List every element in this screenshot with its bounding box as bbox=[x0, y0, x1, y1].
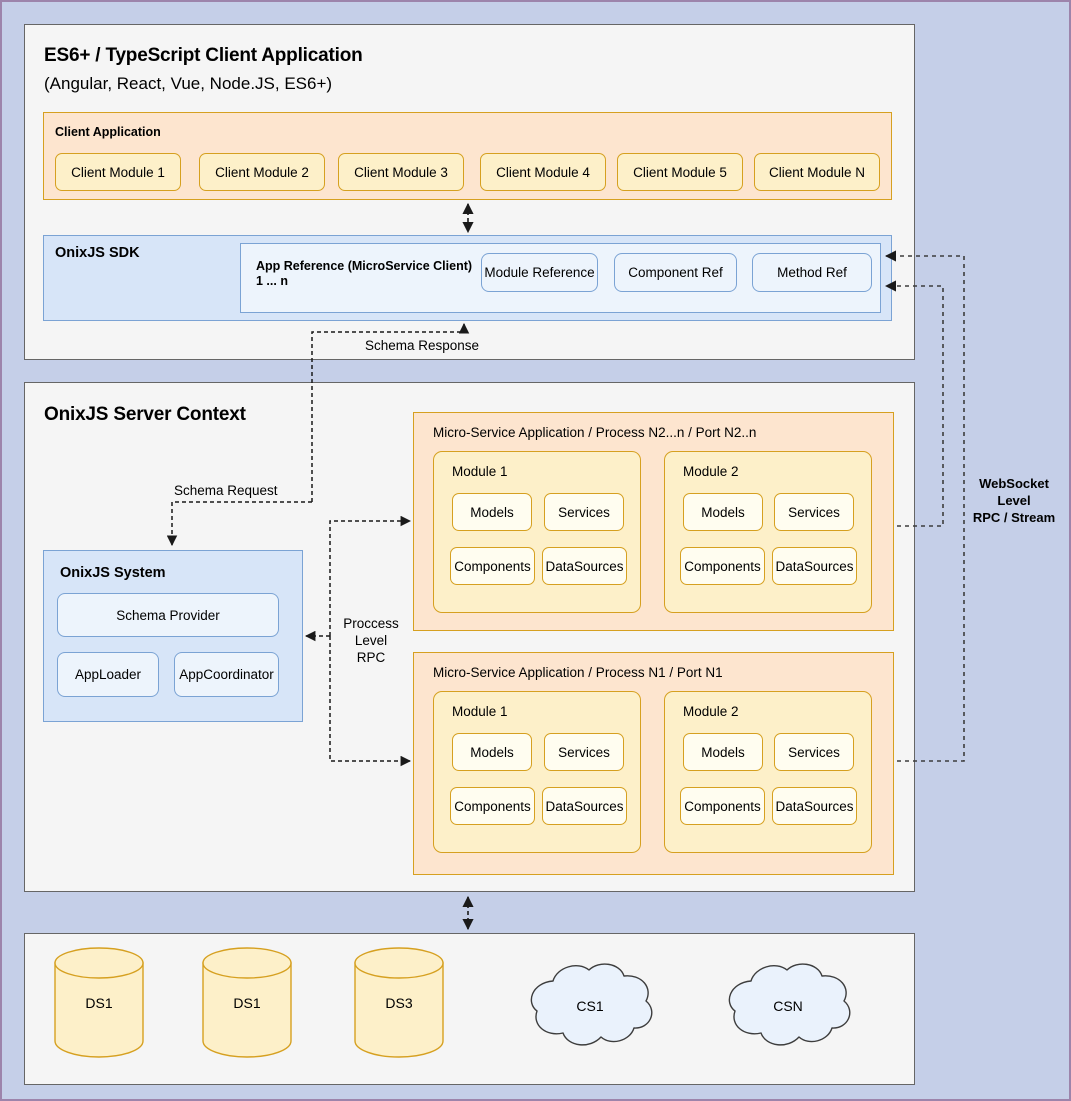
websocket-level-label: WebSocket Level RPC / Stream bbox=[972, 476, 1056, 525]
app-coordinator-box[interactable]: AppCoordinator bbox=[174, 652, 279, 697]
app-reference-line2: 1 ... n bbox=[256, 274, 288, 288]
ms-n1-m2-components[interactable]: Components bbox=[680, 787, 765, 825]
app-loader-box[interactable]: AppLoader bbox=[57, 652, 159, 697]
ms-n2-m1-services[interactable]: Services bbox=[544, 493, 624, 531]
ms-n1-m1-datasources[interactable]: DataSources bbox=[542, 787, 627, 825]
ms-n2-m1-models[interactable]: Models bbox=[452, 493, 532, 531]
ms-n2-m2-services[interactable]: Services bbox=[774, 493, 854, 531]
ms-n2-m1-components[interactable]: Components bbox=[450, 547, 535, 585]
ms-n1-module-1-label: Module 1 bbox=[452, 704, 508, 719]
ms-n1-m1-models[interactable]: Models bbox=[452, 733, 532, 771]
ms-n2-module-1-label: Module 1 bbox=[452, 464, 508, 479]
cloud-icon bbox=[728, 963, 851, 1046]
onixjs-sdk-label: OnixJS SDK bbox=[55, 245, 140, 261]
process-level-rpc-label: Proccess Level RPC bbox=[343, 616, 399, 665]
ms-n1-m1-services[interactable]: Services bbox=[544, 733, 624, 771]
ms-n1-module-2 bbox=[664, 691, 872, 853]
datastore-ds3-label: DS3 bbox=[385, 995, 413, 1011]
microservice-n1-title: Micro-Service Application / Process N1 /… bbox=[433, 665, 723, 680]
app-reference-line1: App Reference (MicroService Client) bbox=[256, 259, 473, 273]
ms-n1-m2-services[interactable]: Services bbox=[774, 733, 854, 771]
client-module-n[interactable]: Client Module N bbox=[754, 153, 880, 191]
datastore-ds1-b[interactable]: DS1 bbox=[202, 947, 292, 1058]
microservice-n2-title: Micro-Service Application / Process N2..… bbox=[433, 425, 757, 440]
cylinder-icon bbox=[354, 947, 444, 1058]
cloudservice-csn-label: CSN bbox=[773, 998, 803, 1014]
server-panel-title: OnixJS Server Context bbox=[44, 404, 246, 425]
client-module-5[interactable]: Client Module 5 bbox=[617, 153, 743, 191]
cloudservice-cs1-label: CS1 bbox=[576, 998, 604, 1014]
client-panel-subtitle: (Angular, React, Vue, Node.JS, ES6+) bbox=[44, 74, 333, 93]
client-module-4[interactable]: Client Module 4 bbox=[480, 153, 606, 191]
cloud-icon bbox=[530, 963, 653, 1046]
datastore-ds3[interactable]: DS3 bbox=[354, 947, 444, 1058]
ms-n1-m1-components[interactable]: Components bbox=[450, 787, 535, 825]
cylinder-icon bbox=[54, 947, 144, 1058]
datastore-ds1-a-label: DS1 bbox=[85, 995, 113, 1011]
datastore-ds1-b-label: DS1 bbox=[233, 995, 261, 1011]
client-panel-title: ES6+ / TypeScript Client Application bbox=[44, 45, 363, 66]
schema-provider-box[interactable]: Schema Provider bbox=[57, 593, 279, 637]
ms-n2-module-2 bbox=[664, 451, 872, 613]
ms-n1-module-2-label: Module 2 bbox=[683, 704, 739, 719]
cloudservice-cs1[interactable]: CS1 bbox=[520, 957, 660, 1054]
onixjs-system-label: OnixJS System bbox=[60, 565, 166, 581]
ms-n2-m2-models[interactable]: Models bbox=[683, 493, 763, 531]
ms-n2-module-1 bbox=[433, 451, 641, 613]
ms-n1-m2-models[interactable]: Models bbox=[683, 733, 763, 771]
client-module-1[interactable]: Client Module 1 bbox=[55, 153, 181, 191]
ms-n1-module-1 bbox=[433, 691, 641, 853]
module-reference-box[interactable]: Module Reference bbox=[481, 253, 598, 292]
cloudservice-csn[interactable]: CSN bbox=[718, 957, 858, 1054]
client-module-2[interactable]: Client Module 2 bbox=[199, 153, 325, 191]
schema-response-label: Schema Response bbox=[365, 338, 480, 353]
ms-n2-m2-components[interactable]: Components bbox=[680, 547, 765, 585]
ms-n2-module-2-label: Module 2 bbox=[683, 464, 739, 479]
ms-n2-m2-datasources[interactable]: DataSources bbox=[772, 547, 857, 585]
ms-n1-m2-datasources[interactable]: DataSources bbox=[772, 787, 857, 825]
ms-n2-m1-datasources[interactable]: DataSources bbox=[542, 547, 627, 585]
component-ref-box[interactable]: Component Ref bbox=[614, 253, 737, 292]
client-application-label: Client Application bbox=[55, 125, 161, 139]
datastore-ds1-a[interactable]: DS1 bbox=[54, 947, 144, 1058]
client-module-3[interactable]: Client Module 3 bbox=[338, 153, 464, 191]
method-ref-box[interactable]: Method Ref bbox=[752, 253, 872, 292]
schema-request-label: Schema Request bbox=[174, 483, 278, 498]
client-application-group bbox=[43, 112, 892, 200]
app-reference-label: App Reference (MicroService Client) 1 ..… bbox=[256, 259, 472, 289]
cylinder-icon bbox=[202, 947, 292, 1058]
